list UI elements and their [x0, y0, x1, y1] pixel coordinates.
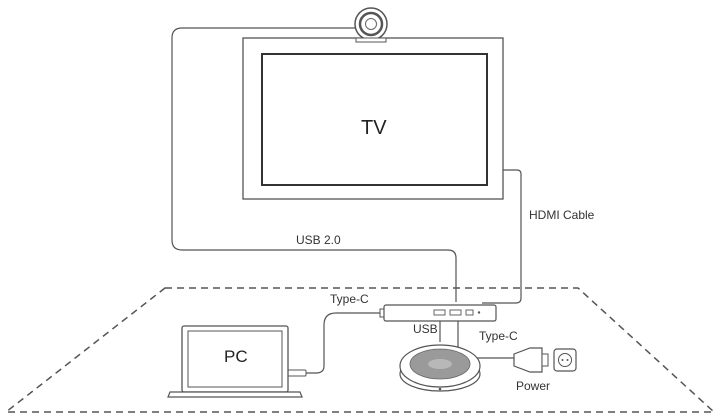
usb-label: USB	[413, 322, 438, 336]
table-surface	[3, 287, 716, 413]
power-outlet-icon	[553, 348, 577, 372]
type-c-plug	[285, 369, 307, 377]
hdmi-cable	[482, 169, 522, 304]
type-c-pc-cable	[306, 312, 380, 374]
hub-icon	[379, 304, 497, 322]
type-c-power-label: Type-C	[479, 329, 518, 343]
tv-icon	[242, 37, 504, 200]
usb-2-cable	[171, 27, 457, 302]
camera-icon	[354, 7, 388, 43]
power-adapter-icon	[513, 347, 549, 373]
type-c-pc-label: Type-C	[330, 292, 369, 306]
laptop-icon	[167, 325, 303, 398]
tv-label: TV	[361, 117, 387, 139]
power-label: Power	[516, 379, 551, 393]
usb-2-label: USB 2.0	[296, 233, 341, 247]
speakerphone-icon	[399, 344, 481, 392]
pc-label: PC	[224, 347, 248, 366]
hdmi-cable-label: HDMI Cable	[529, 208, 595, 222]
